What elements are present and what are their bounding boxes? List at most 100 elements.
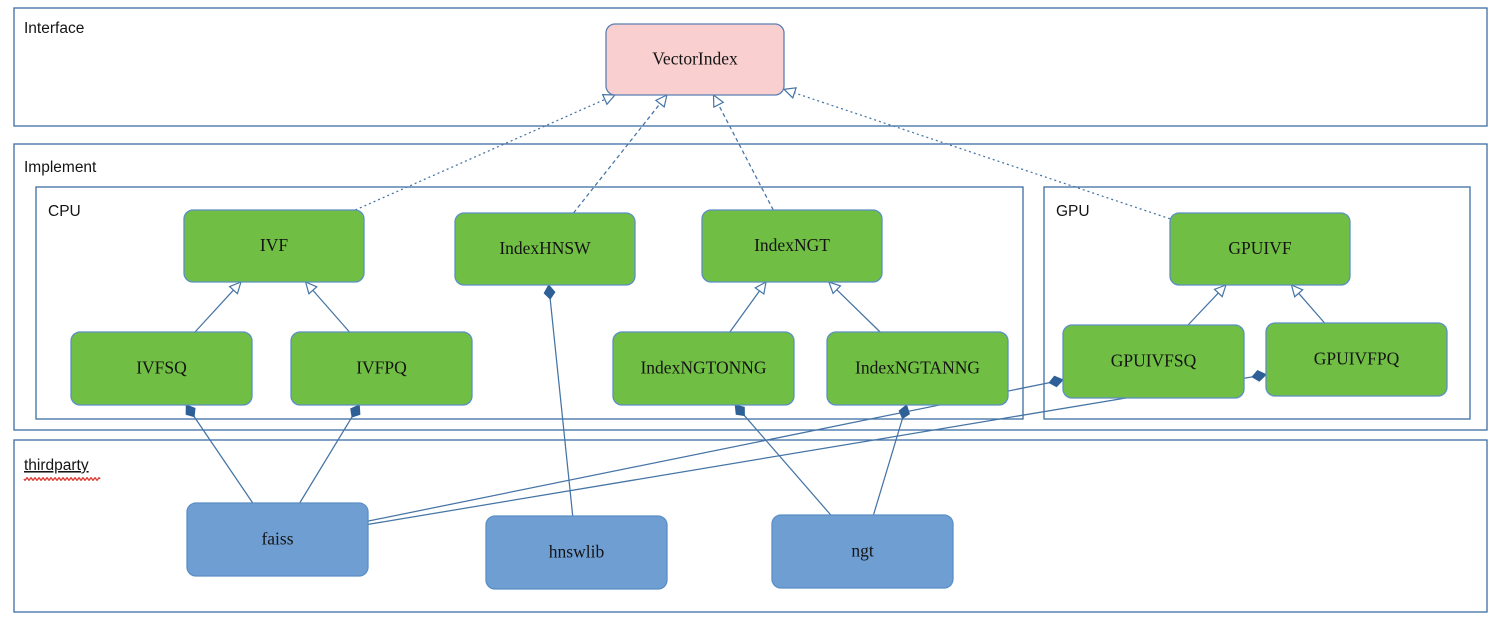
- inheritance-arrowhead-icon: [782, 87, 797, 99]
- edge-path-ivfsq-ivf: [194, 289, 234, 333]
- edge-path-gpuivf-vectorindex: [794, 92, 1171, 220]
- edge-path-indexngtanng-indexngt: [836, 289, 881, 333]
- edge-path-hnswlib-indexhnsw: [549, 297, 574, 517]
- edge-path-ngt-indexngtanng: [872, 417, 904, 516]
- node-label-indexngtanng: IndexNGTANNG: [855, 358, 980, 378]
- edge-faiss-ivfsq: [185, 404, 254, 504]
- node-gpuivfpq[interactable]: GPUIVFPQ: [1265, 322, 1448, 397]
- node-box-indexngtonng[interactable]: [612, 331, 795, 406]
- edge-hnswlib-indexhnsw: [543, 284, 574, 517]
- node-ivfsq[interactable]: IVFSQ: [70, 331, 253, 406]
- node-box-hnswlib[interactable]: [485, 515, 668, 590]
- node-box-faiss[interactable]: [186, 502, 369, 577]
- inheritance-arrowhead-icon: [654, 93, 668, 108]
- node-ivf[interactable]: IVF: [183, 209, 365, 283]
- composition-diamond-icon: [1048, 375, 1064, 388]
- inheritance-arrowhead-icon: [228, 280, 242, 295]
- edge-ngt-indexngtonng: [734, 404, 832, 516]
- node-box-gpuivfsq[interactable]: [1062, 324, 1245, 399]
- node-box-ivf[interactable]: [183, 209, 365, 283]
- edge-path-faiss-ivfpq: [299, 415, 354, 504]
- edge-ngt-indexngtanng: [872, 404, 911, 516]
- edge-path-ngt-indexngtonng: [743, 414, 832, 516]
- composition-diamond-icon: [898, 404, 911, 420]
- edge-path-gpuivfsq-gpuivf: [1187, 292, 1219, 326]
- container-label-implement: Implement: [24, 159, 97, 176]
- node-box-ivfsq[interactable]: [70, 331, 253, 406]
- edge-ivfpq-ivf: [304, 280, 350, 333]
- edge-gpuivf-vectorindex: [782, 87, 1171, 220]
- node-box-indexhnsw[interactable]: [454, 212, 636, 286]
- node-gpuivfsq[interactable]: GPUIVFSQ: [1062, 324, 1245, 399]
- node-ngt[interactable]: ngt: [771, 514, 954, 589]
- container-label-gpu: GPU: [1056, 203, 1090, 220]
- node-label-gpuivfpq: GPUIVFPQ: [1314, 349, 1400, 369]
- node-label-indexngt: IndexNGT: [754, 235, 830, 255]
- node-box-gpuivf[interactable]: [1169, 212, 1351, 286]
- inheritance-arrowhead-icon: [712, 93, 725, 109]
- node-label-vectorindex: VectorIndex: [652, 49, 738, 69]
- node-indexhnsw[interactable]: IndexHNSW: [454, 212, 636, 286]
- edge-path-indexngt-vectorindex: [717, 104, 774, 211]
- node-faiss[interactable]: faiss: [186, 502, 369, 577]
- edge-ivfsq-ivf: [194, 280, 242, 333]
- edge-path-faiss-ivfsq: [193, 415, 254, 504]
- container-label-interface: Interface: [24, 20, 84, 37]
- inheritance-arrowhead-icon: [304, 280, 318, 295]
- node-label-ivf: IVF: [260, 235, 288, 255]
- inheritance-arrowhead-icon: [754, 280, 767, 296]
- node-box-ngt[interactable]: [771, 514, 954, 589]
- node-label-ivfpq: IVFPQ: [356, 358, 407, 378]
- edge-gpuivfpq-gpuivf: [1290, 283, 1326, 324]
- node-hnswlib[interactable]: hnswlib: [485, 515, 668, 590]
- composition-diamond-icon: [543, 284, 556, 300]
- edge-path-ivf-vectorindex: [355, 98, 606, 211]
- edge-indexngtonng-indexngt: [729, 280, 767, 333]
- edge-path-gpuivfpq-gpuivf: [1298, 292, 1326, 324]
- edge-indexngtanng-indexngt: [827, 281, 881, 333]
- inheritance-arrowhead-icon: [1213, 283, 1227, 298]
- node-vectorindex[interactable]: VectorIndex: [605, 23, 785, 96]
- node-label-hnswlib: hnswlib: [549, 542, 605, 562]
- node-ivfpq[interactable]: IVFPQ: [290, 331, 473, 406]
- edge-layer: [185, 87, 1326, 526]
- node-label-ivfsq: IVFSQ: [136, 358, 187, 378]
- node-label-gpuivf: GPUIVF: [1228, 238, 1291, 258]
- edge-faiss-gpuivfpq: [367, 370, 1267, 526]
- node-indexngtanng[interactable]: IndexNGTANNG: [826, 331, 1009, 406]
- inheritance-arrowhead-icon: [827, 281, 842, 295]
- node-label-ngt: ngt: [851, 541, 874, 561]
- node-label-indexhnsw: IndexHNSW: [499, 238, 591, 258]
- edge-indexngt-vectorindex: [712, 93, 774, 211]
- edge-ivf-vectorindex: [355, 94, 617, 211]
- node-box-indexngtanng[interactable]: [826, 331, 1009, 406]
- edge-path-faiss-gpuivfpq: [367, 376, 1254, 526]
- inheritance-arrowhead-icon: [601, 94, 617, 106]
- edge-gpuivfsq-gpuivf: [1187, 283, 1227, 326]
- node-indexngtonng[interactable]: IndexNGTONNG: [612, 331, 795, 406]
- node-label-gpuivfsq: GPUIVFSQ: [1111, 351, 1197, 371]
- container-label-cpu: CPU: [48, 203, 81, 220]
- composition-diamond-icon: [1251, 370, 1267, 382]
- node-box-vectorindex[interactable]: [605, 23, 785, 96]
- container-label-thirdparty: thirdparty: [24, 457, 89, 474]
- composition-diamond-icon: [350, 404, 361, 418]
- node-gpuivf[interactable]: GPUIVF: [1169, 212, 1351, 286]
- inheritance-arrowhead-icon: [1290, 283, 1304, 298]
- composition-diamond-icon: [734, 404, 745, 417]
- edge-path-indexhnsw-vectorindex: [573, 103, 661, 214]
- edge-path-ivfpq-ivf: [312, 289, 350, 333]
- spellcheck-underline-thirdparty: [23, 477, 101, 481]
- node-box-indexngt[interactable]: [701, 209, 883, 283]
- node-box-ivfpq[interactable]: [290, 331, 473, 406]
- node-box-gpuivfpq[interactable]: [1265, 322, 1448, 397]
- node-label-indexngtonng: IndexNGTONNG: [640, 358, 766, 378]
- composition-diamond-icon: [185, 404, 196, 418]
- node-label-faiss: faiss: [261, 529, 293, 549]
- edge-faiss-ivfpq: [299, 404, 361, 504]
- node-indexngt[interactable]: IndexNGT: [701, 209, 883, 283]
- edge-indexhnsw-vectorindex: [573, 93, 668, 214]
